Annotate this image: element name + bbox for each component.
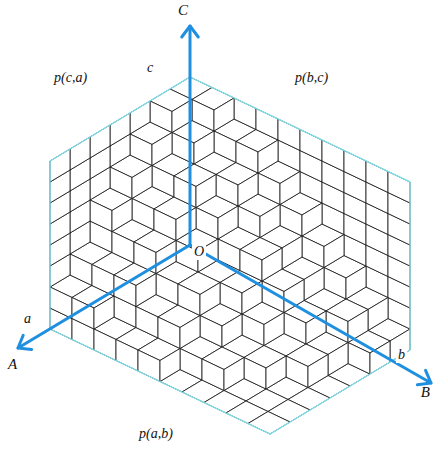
- lozenge-tile: [302, 236, 324, 268]
- lozenge-tile: [258, 173, 280, 205]
- lozenge-tile: [70, 137, 90, 170]
- lozenge-tile: [178, 284, 200, 316]
- lozenge-tile: [236, 142, 258, 174]
- lozenge-tile: [326, 311, 348, 343]
- lozenge-tile: [192, 100, 214, 132]
- axis-line: [190, 245, 431, 383]
- lozenge-tile: [224, 358, 244, 391]
- lozenge-tile: [302, 203, 322, 236]
- lozenge-tile: [220, 283, 242, 315]
- lozenge-tile: [90, 125, 110, 158]
- lozenge-tile: [266, 356, 286, 389]
- lozenge-tile: [286, 356, 308, 388]
- axis-line: [18, 245, 190, 348]
- axis-label: a: [22, 311, 33, 327]
- lozenge-tile: [308, 355, 328, 388]
- lozenge-tile: [238, 173, 258, 206]
- lozenge-tile: [136, 307, 158, 339]
- lozenge-tiling: [50, 77, 410, 434]
- lozenge-tile: [132, 166, 152, 199]
- lozenge-tile: [202, 359, 224, 391]
- lozenge-tile: [216, 175, 238, 207]
- lozenge-tile: [284, 313, 306, 345]
- lozenge-tile: [218, 206, 238, 239]
- lozenge-tile: [262, 248, 282, 281]
- lozenge-tile: [304, 268, 324, 301]
- lozenge-tile: [150, 101, 172, 133]
- axis-label: c: [145, 60, 155, 76]
- lozenge-tile: [242, 314, 264, 346]
- lozenge-tile: [282, 236, 302, 269]
- lozenge-tile: [214, 131, 236, 163]
- lozenge-tile: [214, 98, 234, 131]
- lozenge-tile: [160, 349, 180, 382]
- lozenge-tile: [112, 232, 134, 264]
- axis-label: B: [419, 384, 432, 401]
- lozenge-tile: [390, 329, 410, 362]
- lozenge-tile: [174, 176, 196, 208]
- lozenge-tile: [50, 287, 72, 319]
- lozenge-tile: [324, 235, 344, 268]
- lozenge-tile: [196, 175, 216, 208]
- lozenge-tile: [176, 208, 196, 241]
- lozenge-tile: [136, 274, 156, 307]
- lozenge-tile: [258, 140, 278, 173]
- lozenge-tile: [180, 349, 202, 381]
- lozenge-tile: [110, 167, 132, 199]
- lozenge-tile: [200, 316, 222, 348]
- axis-label: O: [192, 244, 206, 260]
- lozenge-tile: [154, 209, 176, 241]
- lozenge-tile: [180, 316, 200, 349]
- lozenge-tile: [264, 313, 284, 346]
- axis-label: p(c,a): [52, 70, 89, 86]
- axis-arrowhead: [417, 370, 431, 384]
- lozenge-tile: [244, 358, 266, 390]
- lozenge-tile: [152, 166, 174, 198]
- lozenge-tile: [130, 101, 150, 134]
- lozenge-tile: [110, 113, 130, 146]
- axis-label: C: [176, 2, 190, 19]
- axis-arrowhead: [18, 335, 32, 349]
- lozenge-tile: [158, 317, 180, 349]
- lozenge-tile: [248, 412, 290, 435]
- lozenge-tile: [90, 200, 112, 232]
- lozenge-tile: [156, 274, 178, 306]
- lozenge-tile: [368, 298, 388, 331]
- axis-label: p(a,b): [137, 426, 175, 442]
- lozenge-tile: [130, 134, 152, 166]
- lozenge-tile: [70, 254, 92, 286]
- axis-line: [189, 26, 192, 245]
- lozenge-tile: [280, 205, 302, 237]
- lozenge-tile: [346, 266, 366, 299]
- lozenge-tile: [238, 206, 260, 238]
- lozenge-tile: [260, 205, 280, 238]
- hexagon-outline: [50, 77, 410, 434]
- lozenge-tile: [196, 208, 218, 240]
- axis-label: p(b,c): [293, 70, 330, 86]
- axis-arrowhead: [182, 26, 199, 37]
- lozenge-tile: [280, 172, 300, 205]
- lozenge-tile: [194, 131, 214, 164]
- lozenge-tile: [222, 314, 242, 347]
- lozenge-tile: [200, 283, 220, 316]
- lozenge-tile: [112, 199, 132, 232]
- lozenge-tile: [152, 133, 172, 166]
- lozenge-tile: [156, 241, 176, 274]
- lozenge-tile: [324, 268, 346, 300]
- axis-label: b: [396, 347, 407, 363]
- lozenge-tile: [50, 149, 70, 182]
- lozenge-tile: [132, 199, 154, 231]
- axis-label: A: [6, 356, 19, 373]
- lozenge-tile: [328, 343, 348, 376]
